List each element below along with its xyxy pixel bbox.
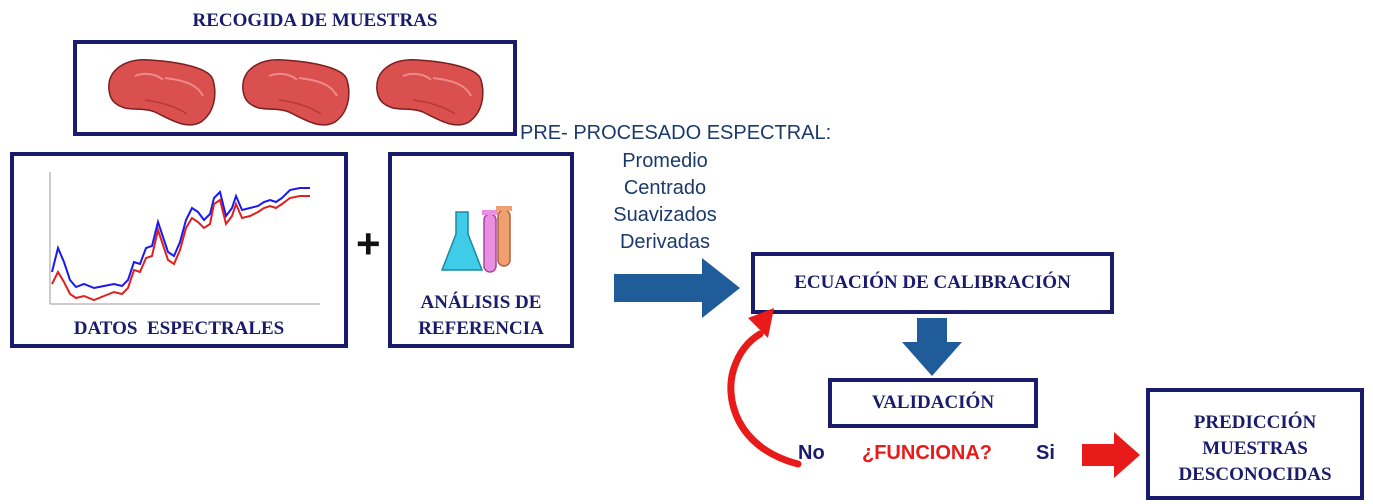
prediction-box: PREDICCIÓN MUESTRAS DESCONOCIDAS — [1146, 388, 1364, 500]
spectral-data-label: DATOS ESPECTRALES — [73, 318, 285, 339]
lab-flask-tubes-icon — [440, 206, 512, 273]
spectrum-red-line — [51, 195, 310, 302]
spectral-data-box: DATOS ESPECTRALES — [10, 152, 348, 348]
preprocessing-heading: PRE- PROCESADO ESPECTRAL: — [520, 122, 832, 144]
reference-analysis-box: ANÁLISIS DE REFERENCIA — [388, 152, 574, 348]
prediction-label-line2: MUESTRAS — [1202, 438, 1308, 459]
plus-sign: + — [356, 220, 381, 267]
meat-steak-icon — [107, 58, 216, 126]
meat-samples — [107, 58, 484, 126]
meat-steak-icon — [375, 58, 484, 126]
decision-no: No — [798, 442, 825, 464]
decision-yes: Si — [1036, 442, 1055, 464]
preprocessing-step: Derivadas — [619, 231, 711, 253]
decision-question: ¿FUNCIONA? — [862, 442, 992, 464]
arrow-right-icon — [1082, 432, 1140, 478]
reference-label-line1: ANÁLISIS DE — [420, 292, 542, 313]
preprocessing-step: Promedio — [622, 150, 708, 172]
calibration-label: ECUACIÓN DE CALIBRACIÓN — [794, 272, 1071, 293]
curved-arrow-icon — [727, 308, 802, 468]
preprocessing-steps: Promedio Centrado Suavizados Derivadas — [590, 148, 740, 256]
prediction-label-line1: PREDICCIÓN — [1193, 412, 1317, 433]
calibration-box: ECUACIÓN DE CALIBRACIÓN — [751, 252, 1114, 314]
validation-box: VALIDACIÓN — [828, 378, 1038, 428]
preprocessing-step: Centrado — [623, 177, 707, 199]
validation-label: VALIDACIÓN — [871, 392, 995, 413]
preprocessing-step: Suavizados — [613, 204, 717, 226]
sample-collection-box — [73, 40, 517, 136]
spectrum-blue-line — [51, 187, 310, 290]
arrow-down-icon — [902, 318, 962, 376]
prediction-label-line3: DESCONOCIDAS — [1178, 464, 1332, 485]
arrow-right-icon — [614, 258, 740, 318]
reference-label-line2: REFERENCIA — [418, 318, 544, 339]
meat-steak-icon — [241, 58, 350, 126]
title-sample-collection: RECOGIDA DE MUESTRAS — [192, 10, 438, 31]
spectrum-chart — [49, 172, 320, 305]
